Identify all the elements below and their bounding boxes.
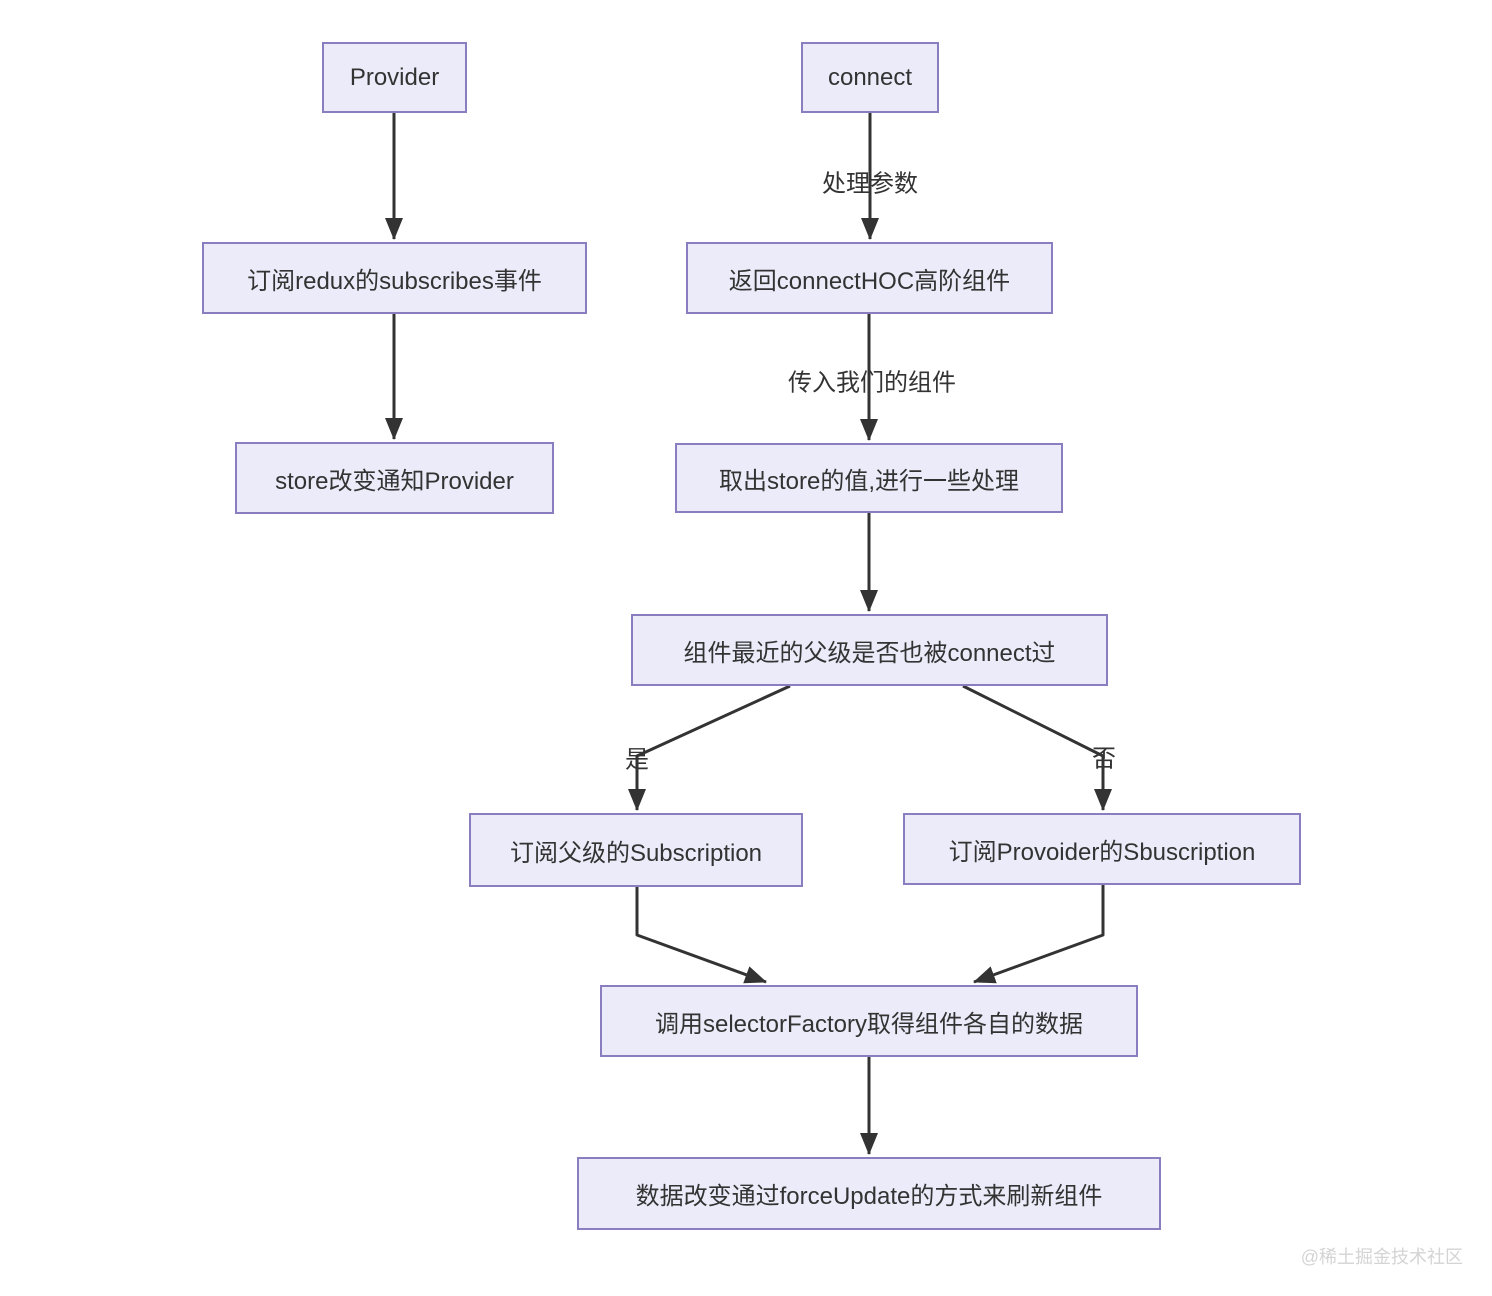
edge-label-process-params: 处理参数 bbox=[822, 170, 918, 198]
node-return-connect-hoc: 返回connectHOC高阶组件 bbox=[686, 242, 1053, 314]
node-force-update-refresh: 数据改变通过forceUpdate的方式来刷新组件 bbox=[577, 1157, 1161, 1230]
edge-subscribe-parent-to-selector-factory bbox=[635, 887, 767, 984]
edge-label-pass-component: 传入我们的组件 bbox=[788, 369, 956, 397]
node-parent-connected-decision: 组件最近的父级是否也被connect过 bbox=[631, 614, 1108, 686]
edge-label-yes: 是 bbox=[625, 746, 649, 774]
edge-decision-no-to-subscribe-provider bbox=[962, 684, 1112, 811]
node-call-selector-factory: 调用selectorFactory取得组件各自的数据 bbox=[600, 985, 1138, 1057]
node-subscribe-parent-subscription: 订阅父级的Subscription bbox=[469, 813, 803, 887]
node-subscribe-provider-subscription: 订阅Provoider的Sbuscription bbox=[903, 813, 1301, 885]
edge-decision-yes-to-subscribe-parent bbox=[628, 684, 791, 811]
watermark: @稀土掘金技术社区 bbox=[1300, 1247, 1463, 1267]
node-connect: connect bbox=[801, 42, 939, 113]
node-provider: Provider bbox=[322, 42, 467, 113]
node-subscribe-redux-event: 订阅redux的subscribes事件 bbox=[202, 242, 587, 314]
edge-subscribe-provider-to-selector-factory bbox=[973, 885, 1105, 984]
node-store-change-notify-provider: store改变通知Provider bbox=[235, 442, 554, 514]
node-take-store-value: 取出store的值,进行一些处理 bbox=[675, 443, 1063, 513]
edge-label-no: 否 bbox=[1092, 745, 1116, 773]
